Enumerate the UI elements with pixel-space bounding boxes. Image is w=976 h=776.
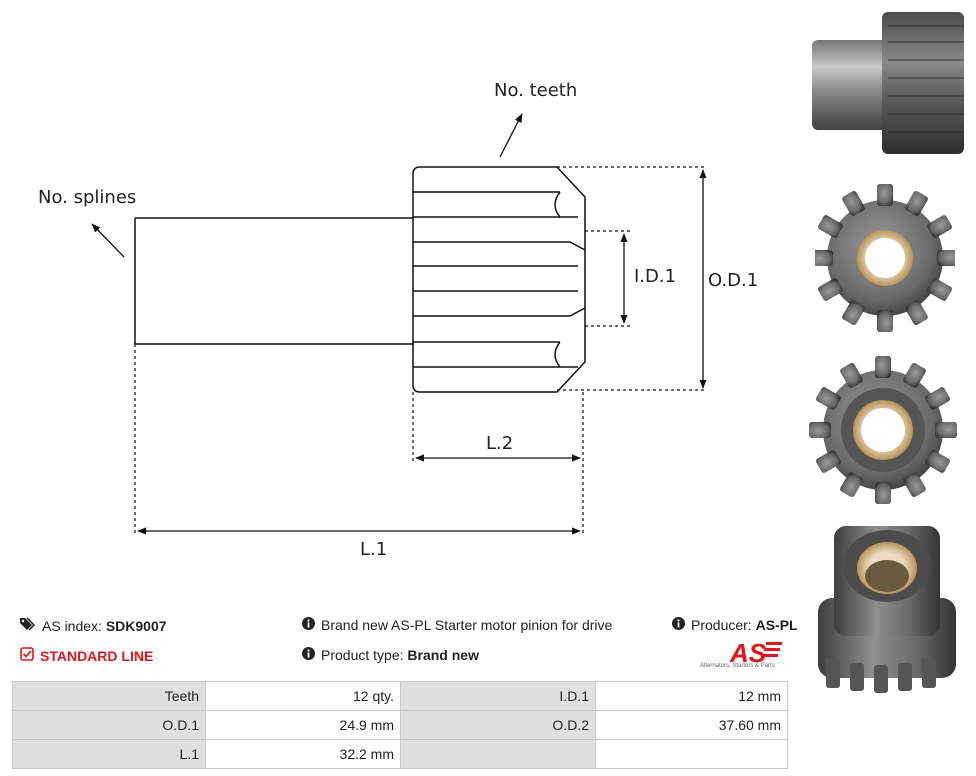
spec-value: 24.9 mm [205, 710, 401, 740]
standard-line-label: STANDARD LINE [40, 647, 154, 664]
label-od1: O.D.1 [708, 270, 759, 291]
specs-table: Teeth 12 qty. I.D.1 12 mm O.D.1 24.9 mm … [12, 681, 788, 769]
table-row: O.D.1 24.9 mm O.D.2 37.60 mm [12, 710, 788, 740]
as-logo: AS [729, 638, 782, 668]
producer-label: Producer: [691, 617, 752, 633]
info-icon [672, 617, 685, 633]
label-no-teeth: No. teeth [494, 80, 578, 101]
table-row: Teeth 12 qty. I.D.1 12 mm [12, 681, 788, 711]
product-photo-angle [818, 526, 956, 693]
spec-value: 32.2 mm [205, 739, 401, 769]
table-row: L.1 32.2 mm [12, 739, 788, 769]
product-photo-back [809, 356, 957, 504]
check-square-icon [20, 647, 34, 664]
splines-pointer [91, 223, 125, 258]
producer-value: AS-PL [755, 617, 798, 633]
spec-label: O.D.2 [400, 710, 596, 740]
tags-icon [20, 617, 36, 634]
producer: Producer: AS-PL [672, 617, 798, 633]
spec-value: 12 qty. [205, 681, 401, 711]
standard-line: STANDARD LINE [20, 647, 153, 664]
as-index-value: SDK9007 [105, 617, 167, 634]
spec-label: O.D.1 [12, 710, 206, 740]
as-index: AS index: SDK9007 [20, 617, 167, 634]
spec-label [400, 739, 596, 769]
as-index-label: AS index: [42, 617, 102, 634]
label-id1: I.D.1 [634, 266, 677, 287]
info-icon [302, 647, 315, 663]
product-type-label: Product type: [321, 647, 404, 663]
label-no-splines: No. splines [38, 187, 137, 208]
spec-value [595, 739, 788, 769]
spec-value: 37.60 mm [595, 710, 788, 740]
label-l1: L.1 [360, 539, 388, 560]
product-type-value: Brand new [407, 647, 479, 663]
description-text: Brand new AS-PL Starter motor pinion for… [321, 617, 613, 633]
spec-label: I.D.1 [400, 681, 596, 711]
product-photo-front [815, 184, 955, 332]
teeth-pointer [499, 113, 523, 158]
logo-mark: AS [729, 638, 767, 668]
label-l2: L.2 [486, 433, 514, 454]
product-photo-side [812, 12, 964, 154]
spec-label: Teeth [12, 681, 206, 711]
logo-tagline: Alternators, Starters & Parts [700, 663, 775, 669]
spec-value: 12 mm [595, 681, 788, 711]
info-icon [302, 617, 315, 633]
technical-drawing [91, 113, 707, 535]
description: Brand new AS-PL Starter motor pinion for… [302, 617, 612, 633]
product-type: Product type: Brand new [302, 647, 479, 663]
spec-label: L.1 [12, 739, 206, 769]
